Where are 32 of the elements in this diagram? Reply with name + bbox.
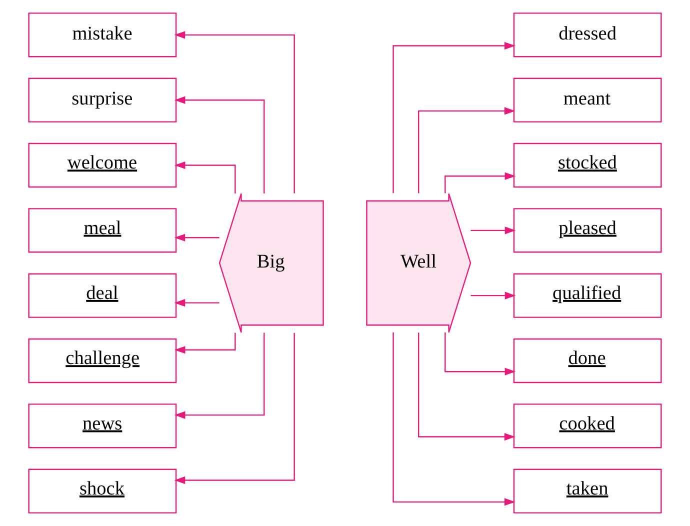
arrow [392,332,516,506]
node-box: meal [28,208,177,253]
node-box: stocked [513,142,662,188]
arrow [174,234,220,242]
arrow [444,332,516,376]
arrow [174,332,295,484]
arrow [174,332,265,419]
node-box: surprise [28,78,177,122]
arrow [470,226,516,234]
arrow [392,42,516,194]
node-box: cooked [513,404,662,448]
node-box: meant [513,78,662,122]
node-box: welcome [28,142,177,188]
node-box: taken [513,468,662,514]
node-box: shock [28,468,177,514]
arrow [418,107,516,194]
node-box: challenge [28,338,177,384]
arrow [174,31,295,194]
arrow [174,332,236,354]
arrow [174,299,220,307]
arrow [418,332,516,441]
node-box: dressed [513,12,662,58]
node-box: deal [28,273,177,318]
arrow [444,172,516,194]
arrow [174,96,265,194]
node-box: pleased [513,208,662,253]
arrow [174,161,236,194]
node-box: done [513,338,662,384]
node-box: qualified [513,273,662,318]
arrow [470,292,516,300]
node-box: news [28,404,177,448]
node-box: mistake [28,12,177,58]
